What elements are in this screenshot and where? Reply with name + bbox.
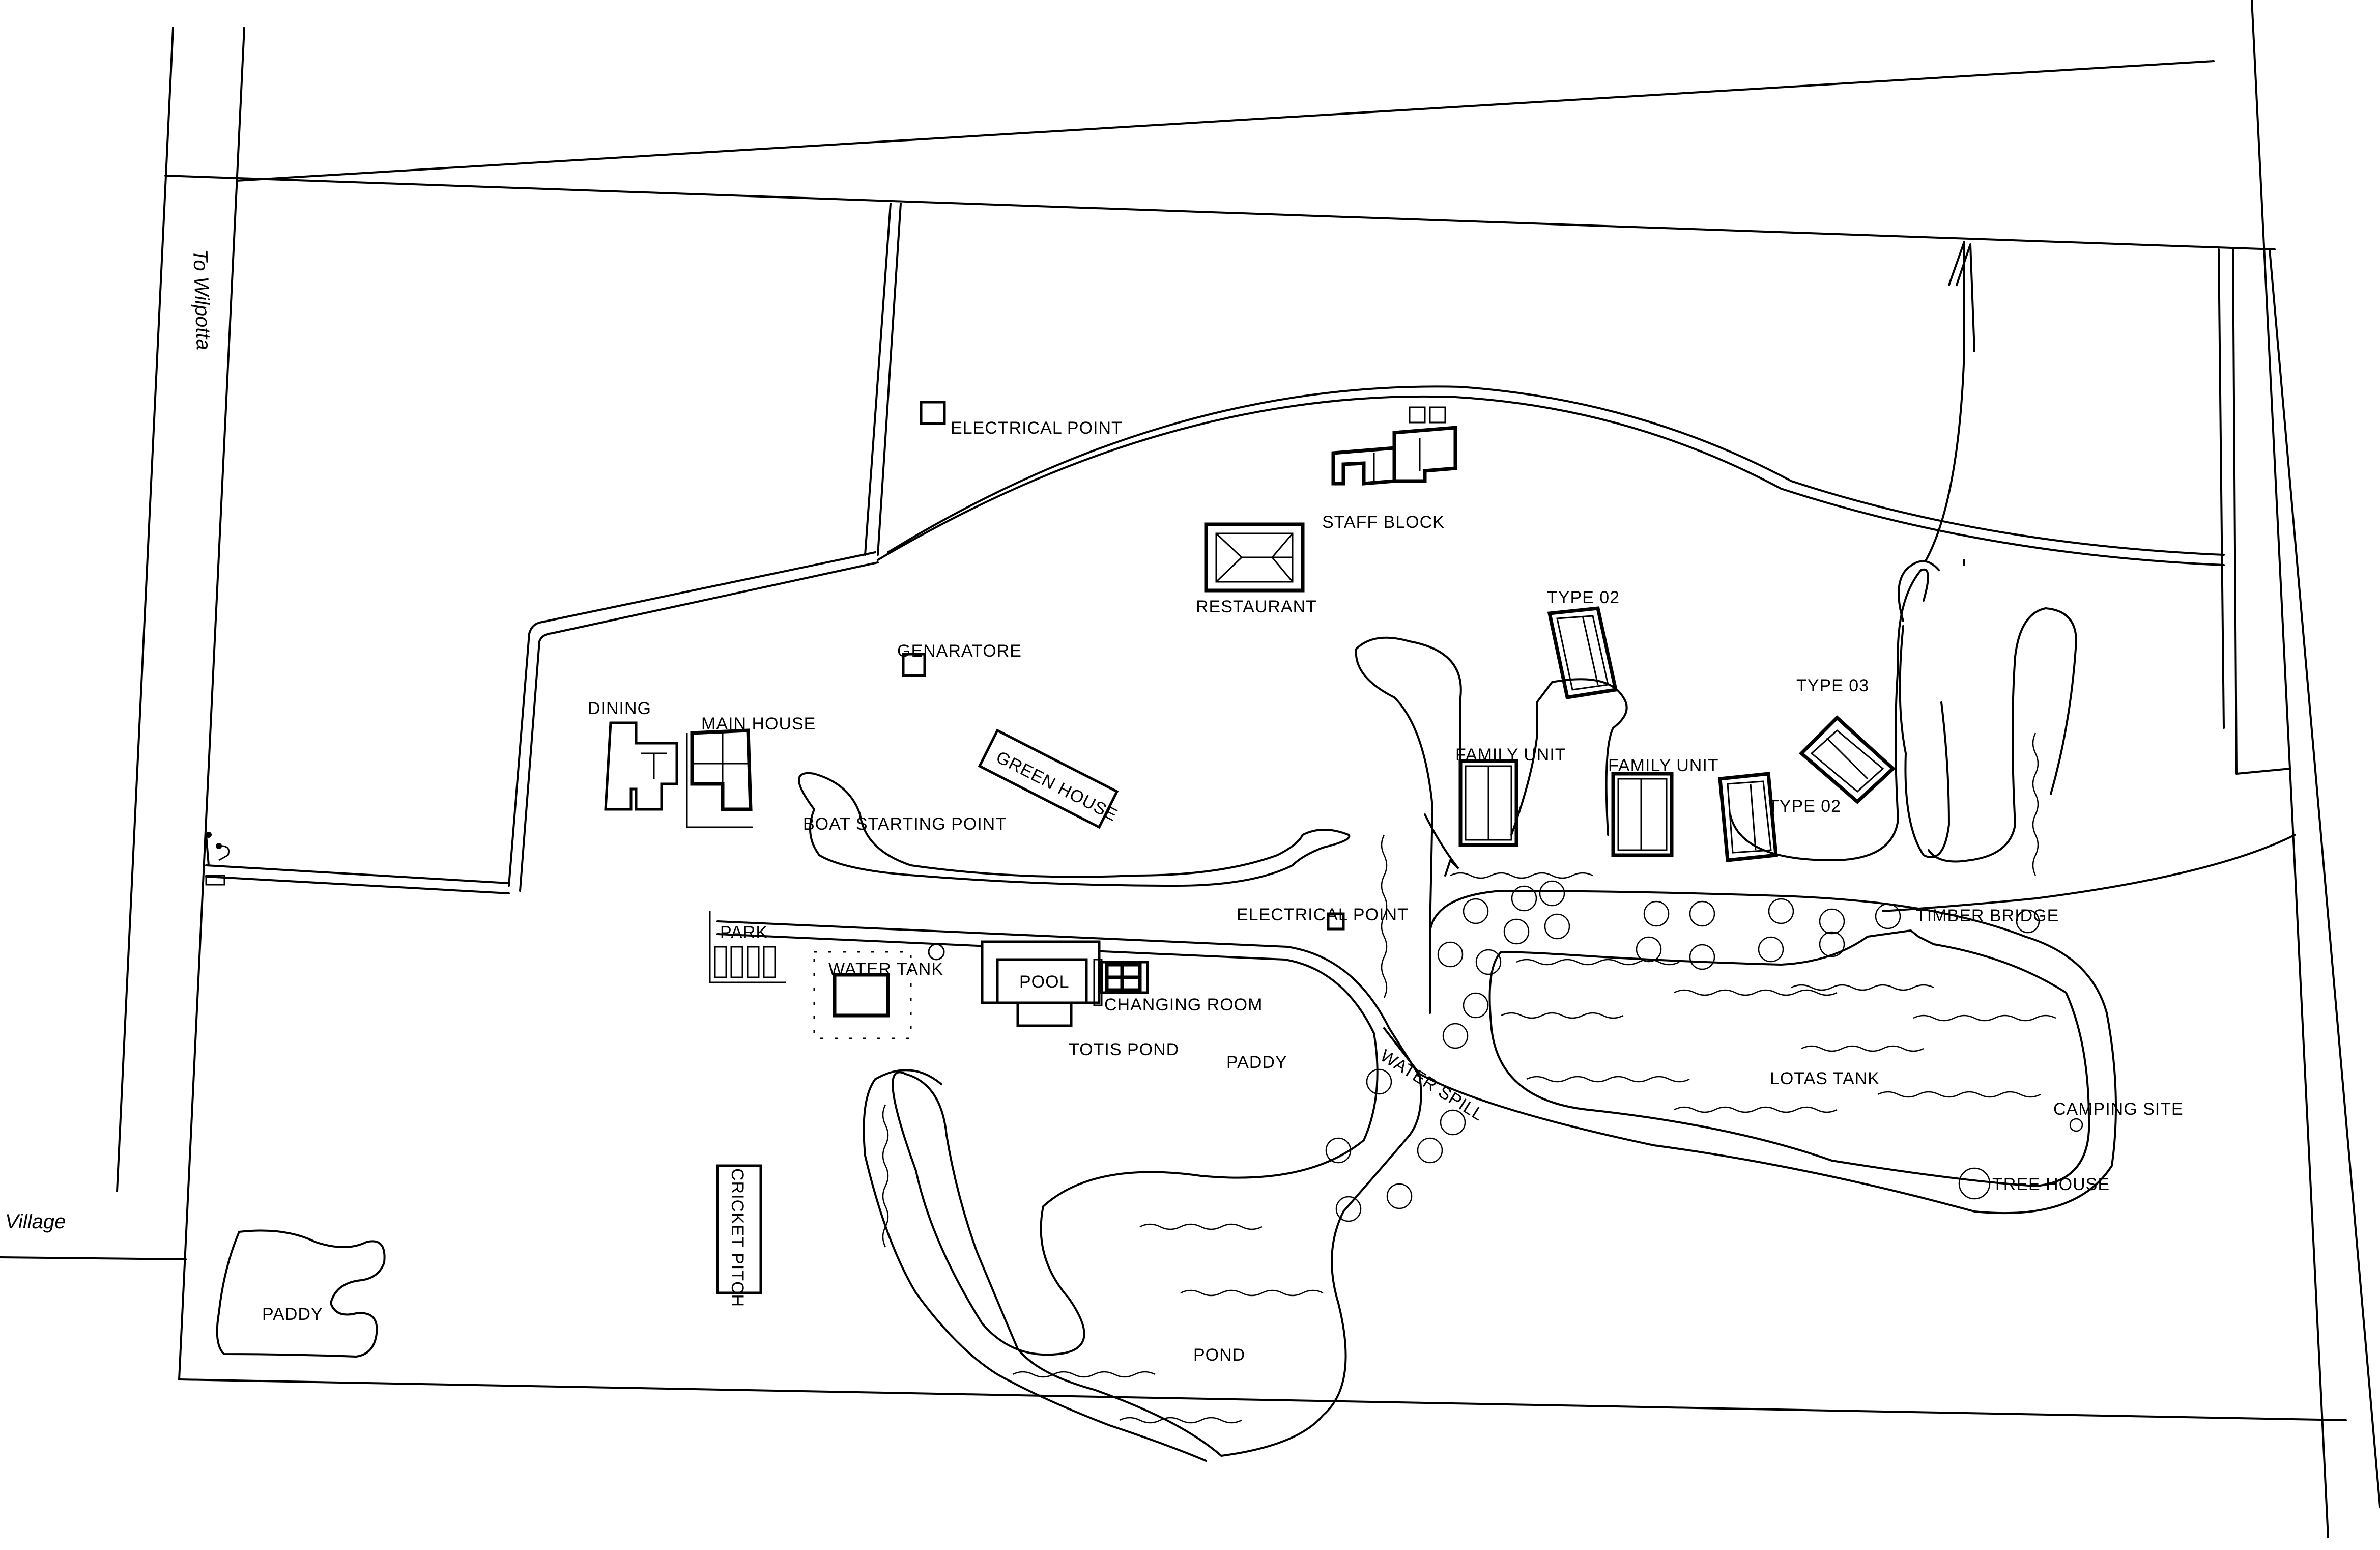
type02-north-building: [1547, 606, 1618, 699]
label-genaratore: GENARATORE: [897, 641, 1022, 661]
label-electrical-point-south: ELECTRICAL POINT: [1237, 905, 1409, 924]
genarator-marker: [902, 653, 926, 677]
water-features: [798, 560, 2117, 1462]
label-main-house: MAIN HOUSE: [701, 714, 816, 734]
green-house-building: [978, 728, 1119, 829]
footpaths: [508, 203, 2296, 912]
label-changing-room: CHANGING ROOM: [1104, 995, 1263, 1014]
buildings: [604, 401, 1896, 1294]
water-tank-building: [813, 943, 945, 1039]
restaurant-building: [1204, 522, 1305, 593]
main-house-building: [686, 728, 753, 828]
label-electrical-point-north: ELECTRICAL POINT: [951, 418, 1123, 438]
label-totis-pond: TOTIS POND: [1069, 1040, 1179, 1059]
cricket-pitch: [716, 1164, 762, 1294]
gate-symbol: [205, 832, 230, 886]
label-to-wilpotta: To Wilpotta: [189, 249, 215, 351]
label-type02-north: TYPE 02: [1547, 588, 1620, 607]
label-camping-site: CAMPING SITE: [2053, 1100, 2184, 1119]
label-boat-starting-point: BOAT STARTING POINT: [803, 814, 1007, 834]
label-family-unit-1: FAMILY UNIT: [1455, 745, 1566, 765]
label-village: Village: [5, 1210, 66, 1233]
dining-building: [604, 721, 678, 811]
label-staff-block: STAFF BLOCK: [1322, 513, 1445, 532]
label-tree-house: TREE HOUSE: [1992, 1175, 2110, 1194]
electrical-point-north-marker: [920, 401, 946, 425]
label-paddy-west: PADDY: [262, 1305, 323, 1324]
staff-block-building: [1331, 406, 1457, 486]
label-type03: TYPE 03: [1796, 676, 1869, 695]
label-type02-south: TYPE 02: [1768, 797, 1841, 816]
family-unit-1-building: [1458, 759, 1518, 847]
label-water-spill: WATER SPILL: [1377, 1046, 1487, 1125]
label-lotas-tank: LOTAS TANK: [1770, 1069, 1880, 1088]
map-labels: To Wilpotta Village ELECTRICAL POINT STA…: [5, 249, 2184, 1365]
trees: [1325, 880, 2083, 1222]
type02-south-building: [1718, 772, 1778, 862]
park-structure: [709, 911, 786, 983]
tree-symbol: [1325, 880, 2083, 1222]
label-pool: POOL: [1019, 972, 1069, 992]
pool-building: [981, 940, 1103, 1027]
type03-building: [1798, 715, 1896, 804]
label-restaurant: RESTAURANT: [1196, 597, 1317, 616]
label-water-tank: WATER TANK: [828, 960, 943, 979]
aquatic-plants: [882, 732, 2056, 1424]
label-dining: DINING: [588, 699, 651, 718]
label-family-unit-2: FAMILY UNIT: [1608, 756, 1719, 775]
paddy-field-west: [216, 1229, 386, 1358]
label-park: PARK: [720, 923, 768, 942]
family-unit-2-building: [1611, 772, 1674, 857]
label-paddy-center: PADDY: [1226, 1053, 1287, 1072]
label-pond: POND: [1193, 1345, 1245, 1365]
label-cricket-pitch: CRICKET PITCH: [728, 1168, 747, 1307]
label-timber-bridge: TIMBER BRIDGE: [1916, 906, 2059, 925]
electrical-point-south-marker: [1327, 912, 1345, 931]
changing-room-building: [1100, 961, 1149, 994]
